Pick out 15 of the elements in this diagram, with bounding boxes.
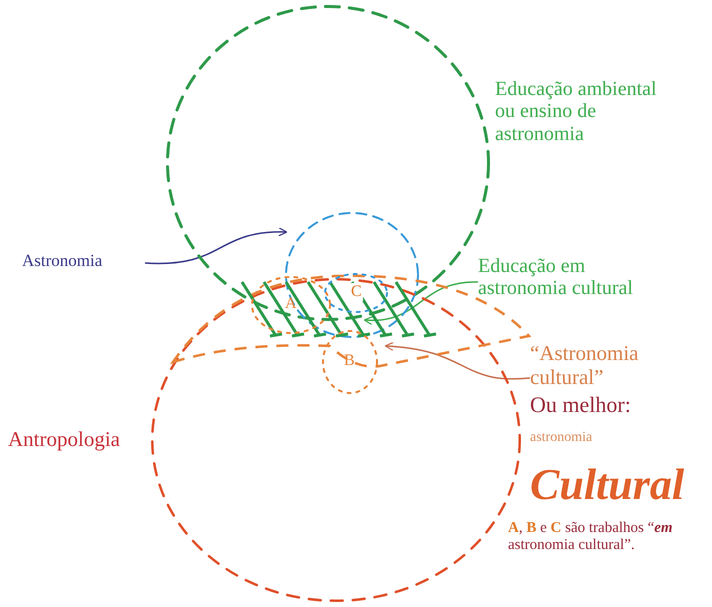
note-text: A, B e C são trabalhos “em astronomia cultural”. xyxy=(508,520,674,554)
region-letter: B xyxy=(344,352,355,370)
leader-arrow xyxy=(384,342,530,380)
leader-arrow xyxy=(144,228,288,264)
region-letter: A xyxy=(285,295,297,313)
node-label: “Astronomia cultural” xyxy=(530,342,700,390)
node-label: Educação em astronomia cultural xyxy=(478,255,673,300)
annotation-text: Cultural xyxy=(530,460,684,510)
region-letter: C xyxy=(350,283,363,301)
annotation-text: astronomia xyxy=(530,430,592,446)
node-label: Astronomia xyxy=(22,251,122,270)
circle-caption: Educação ambiental ou ensino de astronomia xyxy=(495,78,658,146)
annotation-text: Ou melhor: xyxy=(530,393,631,418)
leader-arrow xyxy=(364,281,478,325)
circle-caption: Antropologia xyxy=(8,428,121,452)
